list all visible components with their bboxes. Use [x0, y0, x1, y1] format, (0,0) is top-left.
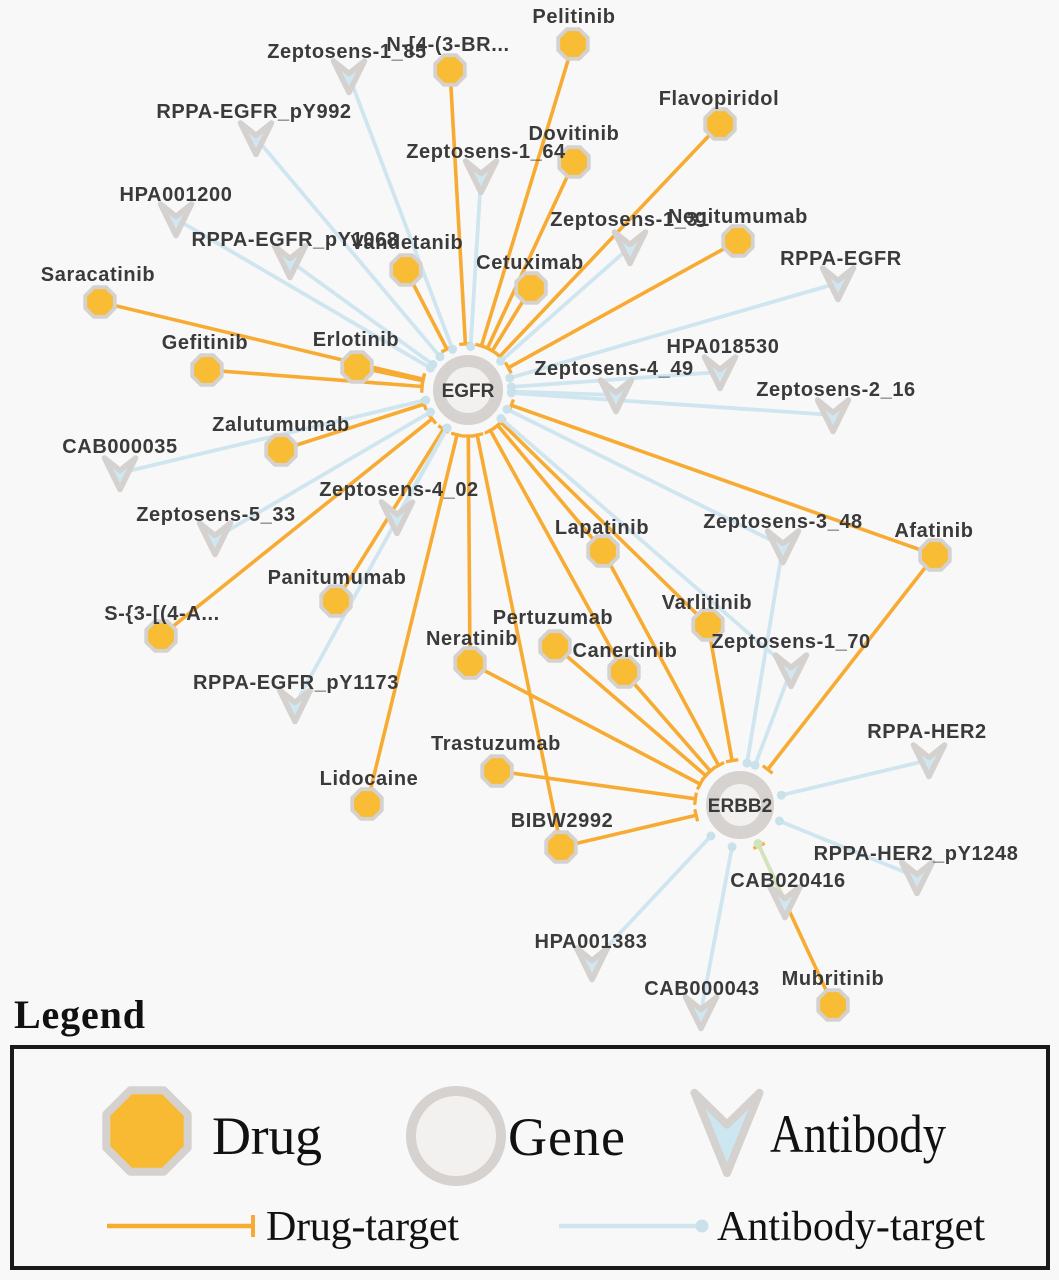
svg-text:Erlotinib: Erlotinib	[313, 329, 400, 351]
svg-text:Antibody: Antibody	[770, 1104, 946, 1164]
svg-text:CAB000035: CAB000035	[62, 436, 177, 458]
svg-text:CAB020416: CAB020416	[730, 870, 845, 892]
svg-text:RPPA-EGFR_pY992: RPPA-EGFR_pY992	[156, 101, 351, 123]
svg-text:Dovitinib: Dovitinib	[529, 123, 620, 145]
svg-text:RPPA-EGFR: RPPA-EGFR	[780, 248, 902, 270]
svg-text:Neratinib: Neratinib	[426, 628, 518, 650]
svg-text:RPPA-EGFR_pY1068: RPPA-EGFR_pY1068	[191, 229, 398, 251]
svg-text:Vandetanib: Vandetanib	[351, 232, 464, 254]
svg-text:Panitumumab: Panitumumab	[268, 567, 407, 589]
svg-text:Zalutumumab: Zalutumumab	[212, 414, 350, 436]
svg-text:Lidocaine: Lidocaine	[320, 768, 419, 790]
svg-text:Gene: Gene	[508, 1107, 625, 1167]
svg-text:Zeptosens-5_33: Zeptosens-5_33	[136, 504, 296, 526]
svg-text:Gefitinib: Gefitinib	[162, 332, 249, 354]
svg-text:Zeptosens-4_02: Zeptosens-4_02	[319, 479, 479, 501]
svg-text:Zeptosens-4_49: Zeptosens-4_49	[534, 358, 694, 380]
svg-text:Zeptosens-2_16: Zeptosens-2_16	[756, 379, 916, 401]
svg-text:Pelitinib: Pelitinib	[532, 6, 615, 28]
svg-text:S-{3-[(4-A...: S-{3-[(4-A...	[104, 603, 220, 625]
svg-text:HPA018530: HPA018530	[667, 336, 780, 358]
svg-text:HPA001383: HPA001383	[535, 931, 648, 953]
svg-text:ERBB2: ERBB2	[708, 796, 772, 817]
svg-text:Mubritinib: Mubritinib	[782, 968, 885, 990]
svg-text:Zeptosens-1_85: Zeptosens-1_85	[267, 41, 427, 63]
svg-text:Cetuximab: Cetuximab	[476, 252, 584, 274]
svg-text:Varlitinib: Varlitinib	[662, 592, 752, 614]
svg-text:Flavopiridol: Flavopiridol	[659, 88, 780, 110]
svg-text:CAB000043: CAB000043	[644, 978, 759, 1000]
svg-text:Pertuzumab: Pertuzumab	[493, 607, 613, 629]
svg-text:RPPA-EGFR_pY1173: RPPA-EGFR_pY1173	[193, 672, 399, 694]
svg-text:Zeptosens-1_31: Zeptosens-1_31	[550, 209, 710, 231]
svg-text:Zeptosens-3_48: Zeptosens-3_48	[703, 511, 863, 533]
svg-text:Saracatinib: Saracatinib	[41, 264, 155, 286]
svg-text:RPPA-HER2_pY1248: RPPA-HER2_pY1248	[814, 843, 1019, 865]
svg-text:Zeptosens-1_70: Zeptosens-1_70	[711, 631, 871, 653]
svg-text:Antibody-target: Antibody-target	[717, 1204, 985, 1250]
svg-text:Canertinib: Canertinib	[573, 640, 678, 662]
svg-text:Afatinib: Afatinib	[894, 520, 973, 542]
svg-text:Drug: Drug	[212, 1106, 322, 1166]
svg-text:HPA001200: HPA001200	[120, 184, 233, 206]
svg-text:Trastuzumab: Trastuzumab	[431, 733, 561, 755]
svg-text:Zeptosens-1_64: Zeptosens-1_64	[406, 141, 566, 163]
svg-text:Negitumumab: Negitumumab	[668, 206, 808, 228]
svg-text:Lapatinib: Lapatinib	[555, 517, 649, 539]
svg-text:EGFR: EGFR	[442, 381, 495, 402]
svg-text:Legend: Legend	[14, 992, 145, 1037]
svg-text:Drug-target: Drug-target	[266, 1204, 459, 1250]
svg-text:RPPA-HER2: RPPA-HER2	[867, 721, 987, 743]
svg-text:N-[4-(3-BR...: N-[4-(3-BR...	[386, 34, 509, 56]
svg-text:BIBW2992: BIBW2992	[511, 810, 614, 832]
